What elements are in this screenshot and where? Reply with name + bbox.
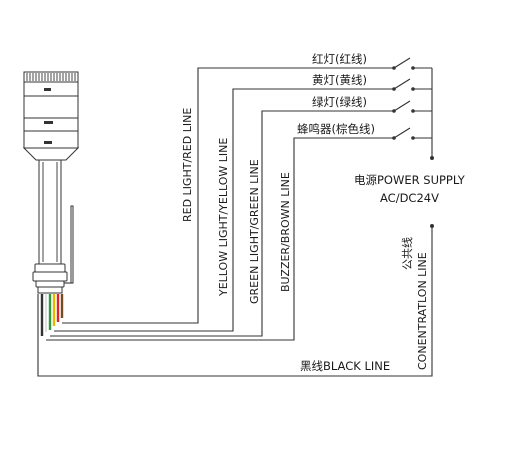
cable-nut (32, 271, 68, 282)
power-supply-label: 电源POWER SUPPLY (354, 173, 466, 187)
common-terminal (430, 224, 434, 228)
wire-red (62, 67, 394, 324)
switch-label-buzzer: 蜂鸣器(棕色线) (297, 122, 375, 136)
wire-black (37, 228, 433, 377)
wire-green (50, 110, 394, 337)
power-terminal (430, 156, 434, 160)
switch-red (392, 57, 432, 70)
wire-label-black: 黑线BLACK LINE (300, 359, 390, 373)
power-voltage-label: AC/DC24V (380, 191, 439, 205)
switch-yellow (392, 78, 432, 91)
tower-mark (44, 141, 52, 144)
wire-label-green: GREEN LIGHT/GREEN LINE (248, 159, 261, 304)
switch-label-green: 绿灯(绿线) (312, 95, 367, 109)
switches (392, 57, 434, 228)
switch-label-yellow: 黄灯(黄线) (312, 73, 367, 87)
wire-label-yellow: YELLOW LIGHT/YELLOW LINE (217, 138, 230, 297)
tower-mark (44, 121, 53, 124)
connection-wires (37, 67, 433, 377)
mount-bracket (70, 205, 74, 284)
tower-lamp-body (23, 81, 79, 149)
signal-tower (22, 71, 80, 294)
wire-label-common-cn: 公共线 (400, 237, 414, 270)
wire-label-brown: BUZZER/BROWN LINE (279, 172, 292, 292)
switch-label-red: 红灯(红线) (312, 52, 367, 66)
switch-green (392, 100, 432, 113)
tower-mark (44, 88, 51, 91)
wire-stubs (40, 294, 64, 336)
tower-pole (38, 159, 62, 265)
wire-label-red: RED LIGHT/RED LINE (181, 108, 194, 222)
tower-cap-ribs (26, 73, 76, 81)
tower-base (22, 147, 80, 161)
switch-buzzer (392, 127, 432, 140)
wire-brown (46, 137, 394, 341)
wire-label-common-en: CONENTRATLON LINE (416, 252, 429, 370)
cable-gland (34, 263, 66, 273)
wire-yellow (54, 88, 394, 332)
